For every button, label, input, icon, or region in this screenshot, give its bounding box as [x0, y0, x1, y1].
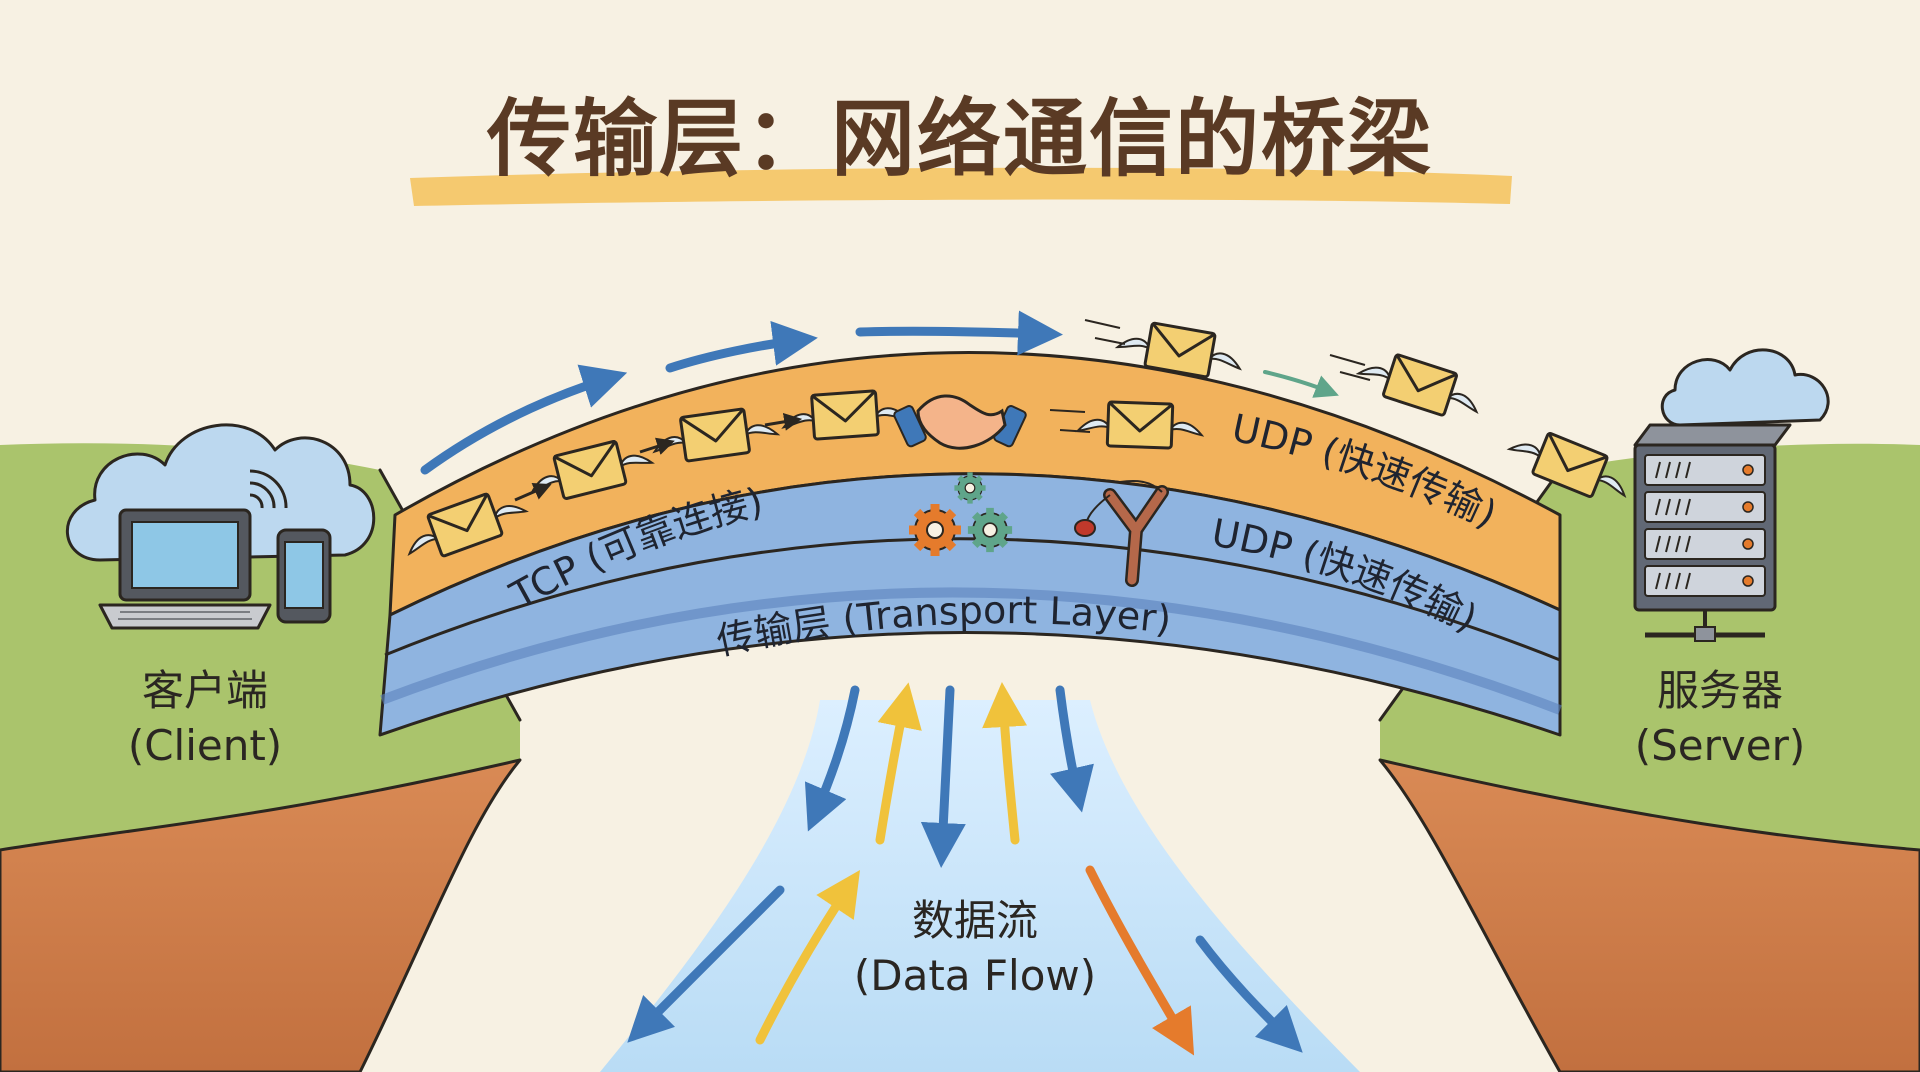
slingshot-icon	[1074, 480, 1169, 587]
flow-arrow-down-2	[920, 685, 966, 868]
data-flow-river: 数据流 (Data Flow)	[600, 682, 1360, 1072]
flow-arrow-down-6	[1195, 935, 1303, 1053]
client-label: 客户端	[142, 666, 268, 715]
arrow-icon	[855, 310, 1063, 356]
handshake-icon	[893, 394, 1027, 450]
arrow-icon	[764, 412, 803, 431]
client-group: 客户端 (Client)	[66, 423, 376, 770]
envelope-icon	[1352, 343, 1488, 427]
udp-flying-envelopes	[1084, 316, 1638, 511]
server-label: 服务器	[1657, 666, 1783, 715]
data-flow-label: 数据流	[912, 896, 1038, 945]
arrow-icon	[665, 321, 818, 373]
bridge-band-blue	[378, 472, 1562, 737]
client-label-en: (Client)	[128, 721, 282, 770]
page-title: 传输层：网络通信的桥梁	[486, 90, 1433, 188]
title-highlight	[410, 167, 1512, 206]
flow-arrow-down-5	[1085, 865, 1195, 1056]
data-flow-label-en: (Data Flow)	[854, 951, 1096, 1000]
flow-arrow-up-2	[982, 682, 1028, 845]
flow-arrow-down-1	[804, 685, 860, 832]
cloud-icon	[1660, 348, 1830, 427]
server-icon	[1633, 423, 1792, 642]
flow-arrow-up-1	[875, 682, 922, 845]
title-group: 传输层：网络通信的桥梁	[410, 90, 1512, 206]
arrow-icon	[639, 437, 675, 455]
flow-arrow-up-3	[755, 870, 860, 1045]
server-group: 服务器 (Server)	[1633, 348, 1830, 770]
speed-lines	[1049, 409, 1091, 433]
above-bridge-arrows	[420, 310, 1339, 475]
server-label-en: (Server)	[1635, 721, 1806, 770]
flow-arrow-down-4	[627, 885, 785, 1043]
wifi-icon	[249, 469, 288, 509]
tcp-envelopes	[397, 387, 910, 569]
phone-icon	[276, 528, 332, 624]
flow-arrow-down-3	[1050, 685, 1094, 813]
laptop-icon	[98, 508, 272, 630]
arrow-icon	[420, 364, 628, 475]
arrow-icon	[514, 483, 552, 502]
arrow-icon	[1263, 370, 1339, 398]
speed-lines	[1084, 319, 1371, 381]
